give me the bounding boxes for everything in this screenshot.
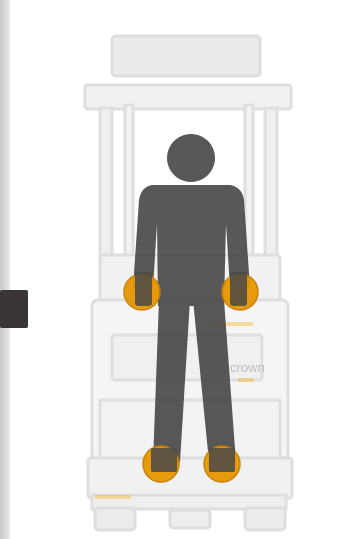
brand-label: crown — [230, 360, 265, 375]
